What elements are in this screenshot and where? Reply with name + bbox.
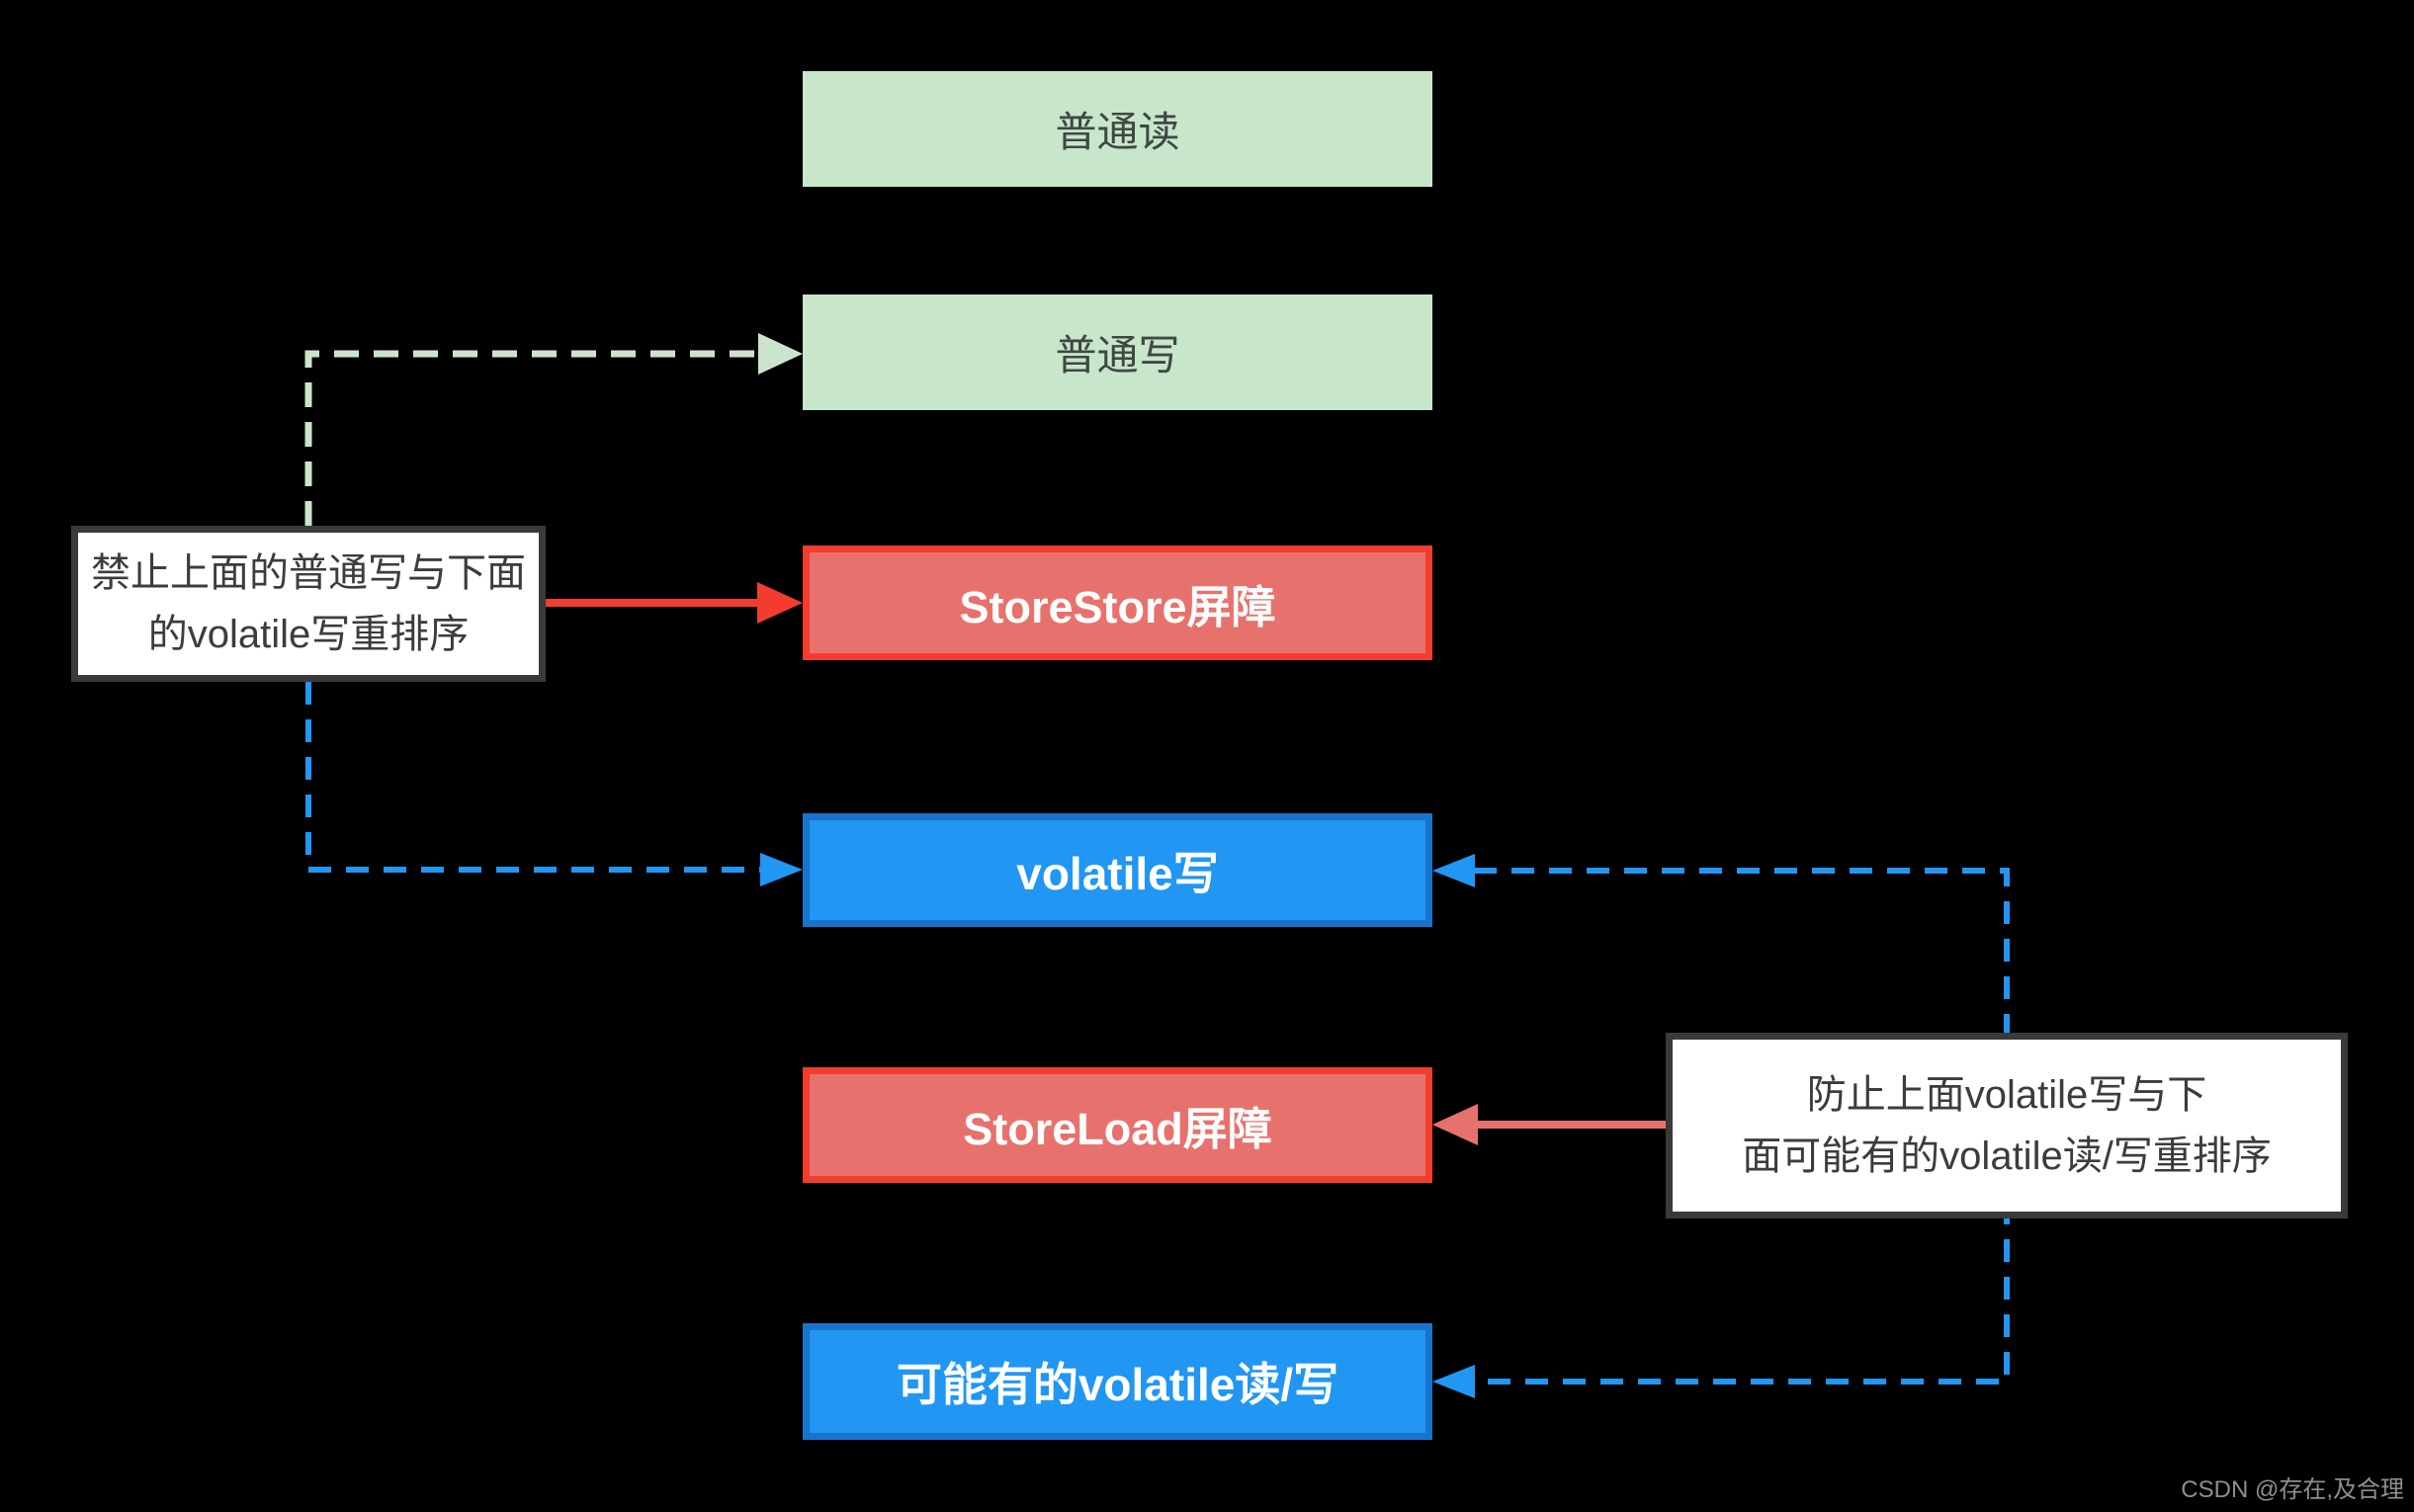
node-normal-write: 普通写 xyxy=(803,294,1432,410)
green-dashed-connector xyxy=(304,333,803,526)
annotation-line: 面可能有的volatile读/写重排序 xyxy=(1742,1134,2272,1178)
node-storeload-barrier: StoreLoad屏障 xyxy=(803,1067,1432,1183)
annotation-line: 禁止上面的普通写与下面 xyxy=(91,551,526,595)
annotation-no-reorder-volatile-write: 防止上面volatile写与下 面可能有的volatile读/写重排序 xyxy=(1666,1033,2348,1218)
annotation-line: 的volatile写重排序 xyxy=(147,613,470,656)
blue-arrowhead-icon xyxy=(1432,1365,1475,1398)
node-label: StoreStore屏障 xyxy=(959,581,1276,632)
node-volatile-write: volatile写 xyxy=(803,813,1432,927)
blue-arrowhead-icon xyxy=(1432,854,1475,887)
annotation-line: 防止上面volatile写与下 xyxy=(1806,1073,2207,1117)
node-label: 普通读 xyxy=(1055,109,1180,155)
red-arrow-left xyxy=(546,582,803,624)
node-label: 普通写 xyxy=(1055,332,1180,378)
node-label: StoreLoad屏障 xyxy=(963,1104,1272,1154)
red-arrowhead-icon xyxy=(757,582,803,624)
red-arrowhead-icon xyxy=(1432,1104,1478,1145)
node-storestore-barrier: StoreStore屏障 xyxy=(803,546,1432,660)
green-arrowhead-icon xyxy=(758,333,803,375)
blue-dashed-connector-right xyxy=(1432,854,2010,1398)
node-normal-read: 普通读 xyxy=(803,71,1432,187)
node-label: volatile写 xyxy=(1016,847,1219,899)
annotation-no-reorder-normal-write: 禁止上面的普通写与下面 的volatile写重排序 xyxy=(71,526,546,682)
node-possible-volatile-read-write: 可能有的volatile读/写 xyxy=(803,1323,1432,1440)
node-label: 可能有的volatile读/写 xyxy=(896,1359,1339,1410)
blue-arrowhead-icon xyxy=(760,853,803,886)
blue-dashed-connector-left xyxy=(305,682,803,886)
csdn-watermark: CSDN @存在,及合理 xyxy=(2181,1476,2404,1503)
red-arrow-right xyxy=(1432,1104,1666,1145)
